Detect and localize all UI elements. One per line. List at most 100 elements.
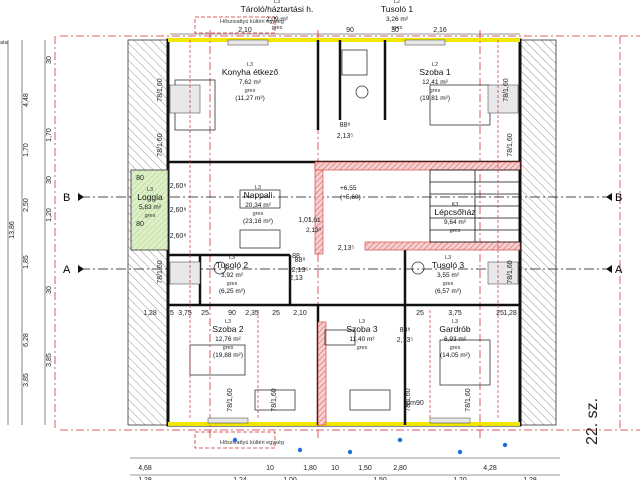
dim-vertical: 78/1,60 (271, 388, 278, 411)
dim-misc: 2,60⁸ (170, 207, 187, 214)
dim-vertical: 78/1,60 (157, 260, 164, 283)
room-area: 6,93 m² (444, 336, 467, 343)
room-level: L3 (147, 187, 153, 193)
dim-top: 30 (391, 27, 399, 34)
hall-height: 2,13³ (306, 227, 322, 234)
loggia-area (130, 169, 169, 251)
dim-bottom-1: 4,28 (483, 465, 497, 472)
roof-hatch-right (519, 39, 557, 426)
room-name: Lépcsőház (434, 207, 475, 217)
blue-dot (232, 437, 238, 443)
room-area: 3,92 m² (221, 272, 244, 279)
dim-misc: 2,13 (289, 275, 303, 282)
dim-vertical: 78/1,60 (405, 388, 412, 411)
dim-misc: 88⁸ (340, 122, 351, 129)
red-dashed-marks (189, 40, 499, 420)
dim-bottom-2: 1,50 (373, 477, 387, 480)
room-floor: gres (272, 25, 283, 31)
room-area: 20,34 m² (245, 202, 271, 209)
room-total: (6,25 m²) (219, 288, 245, 295)
dim-misc: 2,60⁸ (170, 233, 187, 240)
dim-vertical: 78/1,60 (507, 260, 514, 283)
dim-misc: 1,01 (298, 217, 312, 224)
dim-bottom-1: 10 (331, 465, 339, 472)
dim-bottom-2: 1,28 (523, 477, 537, 480)
dim-bottom-2: 1,28 (138, 477, 152, 480)
section-b-right: B (615, 192, 622, 204)
room-floor: gres (450, 228, 461, 234)
dim-interior: 25 (166, 310, 174, 317)
room-name: Tusoló 3 (432, 260, 465, 270)
room-name: Loggia (137, 192, 163, 202)
blue-dot (457, 449, 463, 455)
dim-misc: 80 (136, 221, 144, 228)
dim-left-inner: 3,85 (46, 353, 53, 367)
dim-left-inner: 1,20 (46, 208, 53, 222)
floor-label: 22. sz. (584, 398, 601, 445)
outer-wall (166, 38, 522, 427)
room-area: 3,55 m² (437, 272, 460, 279)
section-a-left: A (63, 264, 71, 276)
dim-vertical: 78/1,60 (227, 388, 234, 411)
blue-dot (347, 449, 353, 455)
dim-left-outer: 4,48 (23, 93, 30, 107)
section-markers (78, 193, 612, 273)
heatpump-bottom-label: Hőszivattyú kültéri egység (220, 440, 284, 446)
interior-walls (168, 40, 520, 425)
room-level: L3 (274, 0, 280, 5)
heatpump-bottom (194, 431, 276, 449)
dim-bottom-1: 1,80 (303, 465, 317, 472)
dim-misc: 80 (136, 175, 144, 182)
red-wall-1 (314, 161, 324, 255)
furniture (174, 49, 491, 411)
room-name: Konyha étkező (222, 67, 279, 77)
room-area: 3,26 m² (386, 16, 409, 23)
room-area: 2,09 m² (266, 16, 289, 23)
dim-left-outer: 1,85 (23, 255, 30, 269)
room-total: (11,27 m²) (235, 95, 265, 102)
room-level: L3 (247, 62, 253, 68)
dim-misc: 88 (292, 253, 300, 260)
blue-dot (397, 437, 403, 443)
blue-dot (502, 442, 508, 448)
dim-left-outer: 2,50 (23, 198, 30, 212)
dim-interior: 1,28 (503, 310, 517, 317)
room-level: K3 (452, 202, 459, 208)
left-tag: ata (0, 40, 9, 46)
room-floor: gres (253, 211, 264, 217)
dim-misc: 2,60⁸ (170, 183, 187, 190)
dim-interior: 1,28 (143, 310, 157, 317)
hall-level: 1,01 (308, 217, 321, 224)
room-level: L2 (432, 62, 438, 68)
dim-vertical: 78/1,60 (465, 388, 472, 411)
dim-bottom-2: 1,00 (283, 477, 297, 480)
dim-interior: 25 (201, 310, 209, 317)
yellow-strip-bottom (168, 422, 520, 426)
dim-left-inner: 30 (46, 176, 53, 184)
section-b-left: B (63, 192, 70, 204)
room-name: Tároló/háztartási h. (241, 4, 314, 14)
room-floor: gres (443, 281, 454, 287)
red-wall-2 (314, 161, 521, 171)
dim-top: 2,10 (238, 27, 252, 34)
room-name: Szoba 3 (346, 324, 377, 334)
blue-dot (297, 447, 303, 453)
dim-misc: 88⁸ (400, 327, 411, 334)
room-area: 11,40 m² (349, 336, 375, 343)
dim-vertical: 78/1,60 (503, 78, 510, 101)
room-level: L3 (225, 319, 231, 325)
